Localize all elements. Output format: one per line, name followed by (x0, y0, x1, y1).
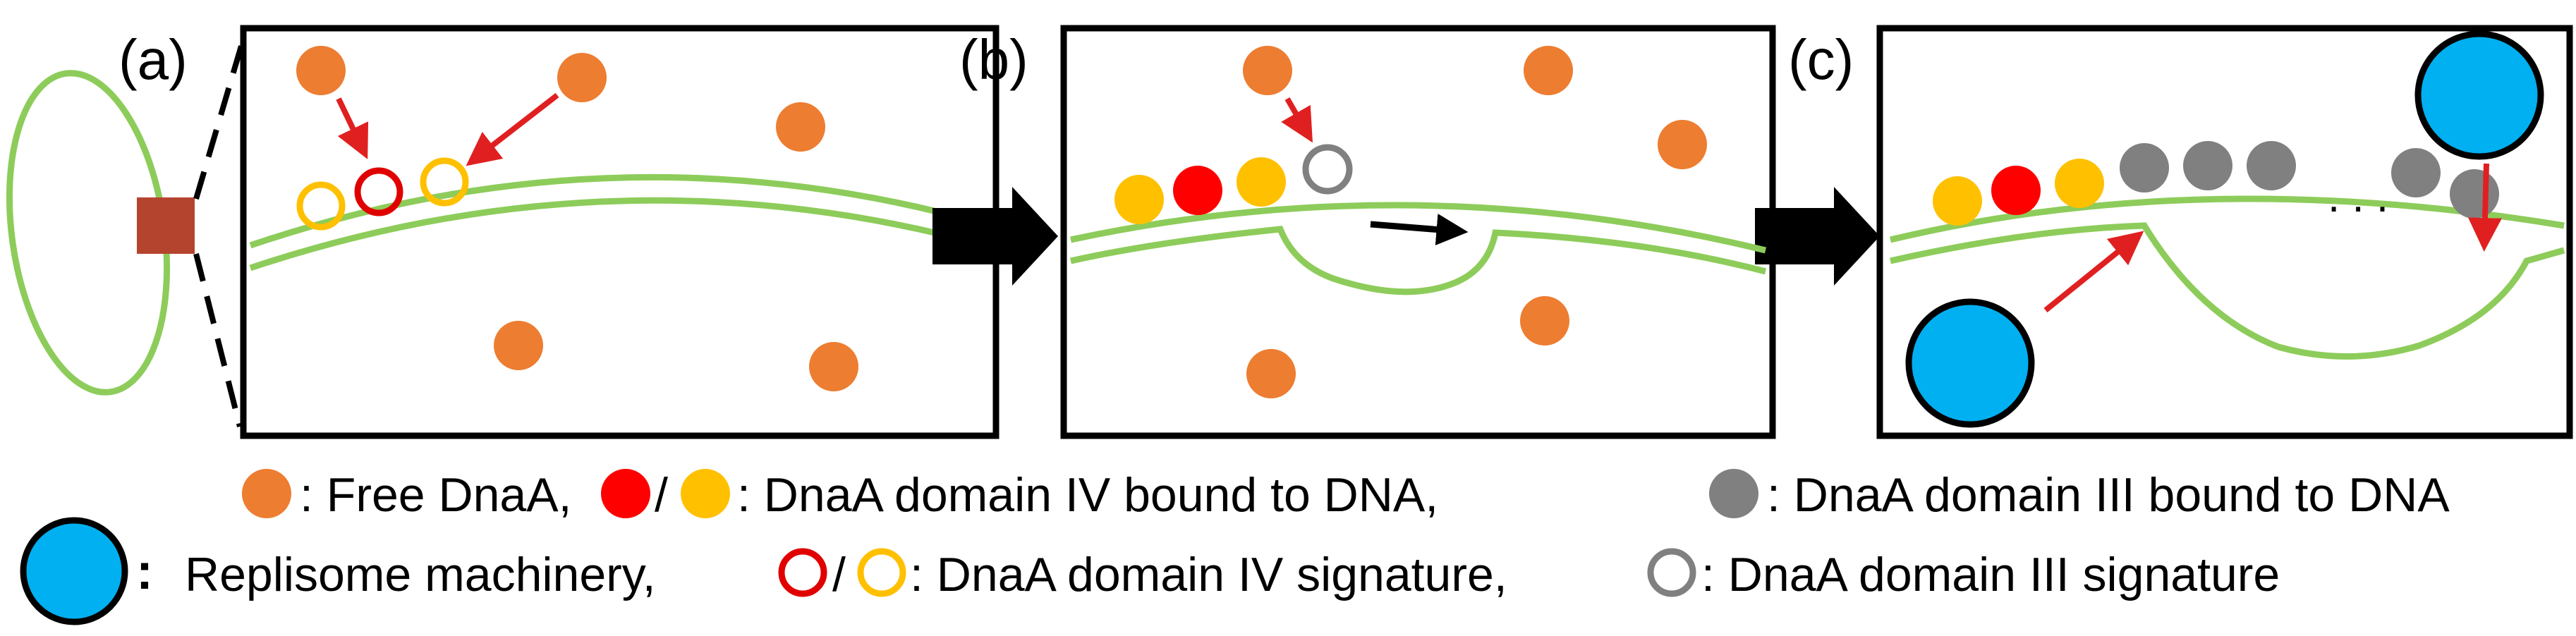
legend-domain4-bound-yellow-icon (681, 469, 730, 518)
replisome-arrow (2467, 163, 2502, 252)
direction-arrow (1370, 214, 1469, 245)
replisome-arrow (2043, 231, 2144, 313)
domain4-bound-yellow (2055, 159, 2104, 208)
dna-strand-outer (249, 173, 992, 249)
free-dnaa (1520, 296, 1569, 345)
legend-replisome-text: Replisome machinery, (185, 548, 656, 601)
replisome (1905, 298, 2035, 428)
legend-domain3-signature-text: : DnaA domain III signature (1701, 548, 2280, 601)
free-dnaa (1524, 46, 1573, 95)
dna-strand-outer (1070, 202, 1767, 254)
domain4-signature-yellow (420, 157, 469, 207)
dna-strand-inner (249, 197, 992, 271)
zoom-line-bottom (193, 253, 243, 427)
domain3-signature (1302, 144, 1353, 195)
panel-c: . . . (1876, 25, 2573, 439)
legend-domain4-bound-red-icon (601, 469, 650, 518)
legend-slash: / (832, 548, 846, 601)
legend-domain4-signature-text: : DnaA domain IV signature, (910, 548, 1507, 601)
free-dnaa (1246, 349, 1296, 398)
domain4-bound-yellow (1237, 157, 1286, 207)
panel-b (1060, 25, 1776, 439)
domain3-bound (2391, 148, 2441, 197)
panel-a (240, 25, 1000, 439)
panel-a-frame (240, 25, 1000, 439)
legend-domain3-bound-text: : DnaA domain III bound to DNA (1767, 468, 2450, 522)
legend-replisome-icon (20, 517, 128, 625)
free-dnaa (557, 53, 607, 102)
panel-label-c: (c) (1788, 28, 1854, 91)
legend-colon: : (136, 544, 153, 600)
chromosome-overview (6, 37, 246, 427)
binding-arrow (1281, 97, 1313, 143)
domain4-bound-yellow (1933, 176, 1982, 226)
ellipsis: . . . (2328, 173, 2388, 221)
origin-patch (137, 197, 195, 254)
domain3-bound (2450, 169, 2499, 219)
binding-arrow (336, 97, 369, 159)
replisome (2414, 30, 2544, 160)
panel-c-frame (1876, 25, 2573, 439)
domain4-signature-red (354, 167, 403, 216)
legend-free-dnaa-icon (242, 469, 291, 518)
legend-free-dnaa-text: : Free DnaA, (300, 468, 572, 522)
domain4-signature-yellow (296, 181, 346, 231)
panel-label-a: (a) (119, 28, 188, 91)
legend-domain4-signature-yellow-icon (857, 548, 906, 597)
free-dnaa (1658, 120, 1707, 169)
legend-slash: / (655, 468, 668, 522)
free-dnaa (1243, 46, 1292, 95)
binding-arrow (466, 92, 559, 166)
free-dnaa (776, 102, 825, 152)
domain3-bound (2247, 141, 2296, 190)
free-dnaa (494, 321, 543, 370)
domain3-bound (2120, 143, 2169, 192)
free-dnaa (296, 46, 346, 95)
dna-strand-inner-bubble (1070, 226, 1767, 295)
zoom-line-top (193, 37, 246, 200)
free-dnaa (809, 342, 858, 391)
domain4-bound-yellow (1114, 175, 1164, 224)
transition-arrow-b-c (1755, 187, 1880, 286)
domain3-bound (2183, 141, 2232, 190)
legend-domain3-bound-icon (1709, 469, 1758, 518)
legend-domain4-signature-red-icon (778, 548, 827, 597)
transition-arrow-a-b (932, 187, 1058, 286)
legend-domain4-bound-text: : DnaA domain IV bound to DNA, (737, 468, 1438, 522)
legend: : Free DnaA, / : DnaA domain IV bound to… (20, 468, 2450, 625)
legend-domain3-signature-icon (1647, 548, 1696, 597)
domain4-bound-red (1173, 166, 1222, 215)
dna-strand-inner-bubble (1890, 222, 2565, 360)
panel-b-frame (1060, 25, 1776, 439)
domain4-bound-red (1991, 166, 2041, 215)
